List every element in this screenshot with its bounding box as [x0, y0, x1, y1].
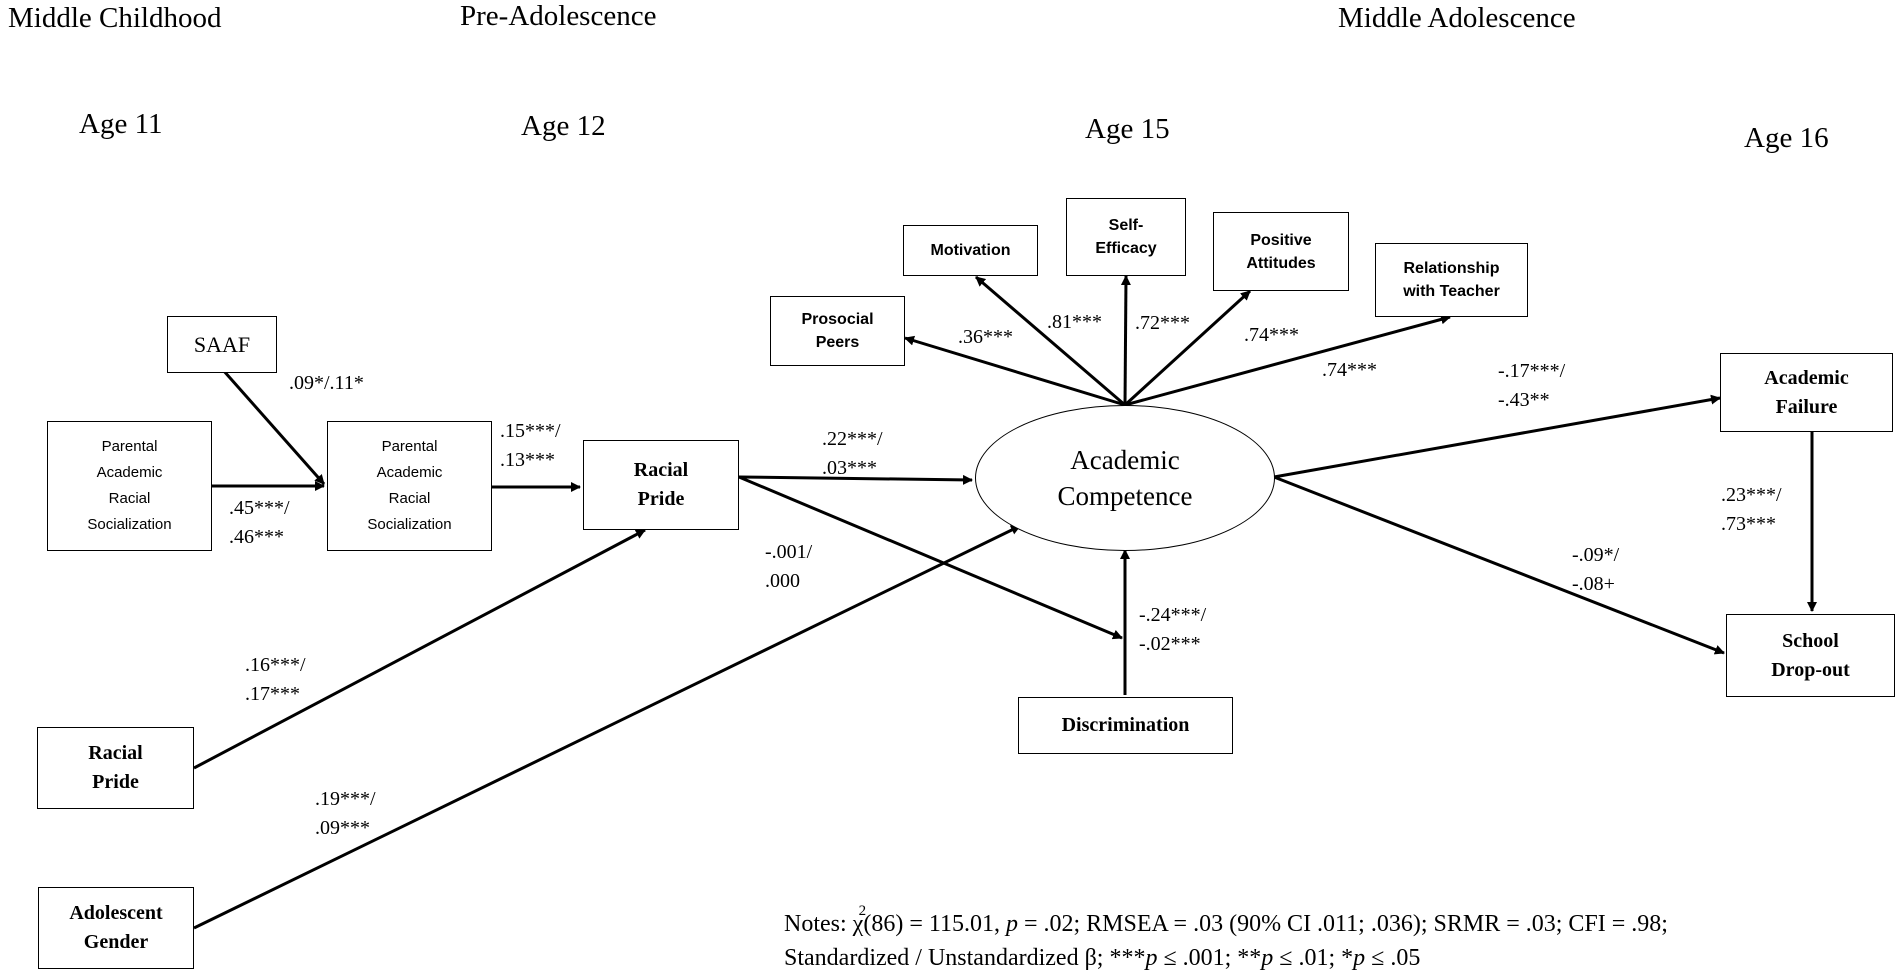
node-relationship-with-teacher: Relationship with Teacher: [1375, 243, 1528, 317]
arrow-pride-to-discrimination: [738, 475, 1123, 640]
node-racial-pride-age11: Racial Pride: [37, 727, 194, 809]
coef-competence-to-dropout: -.09*/ -.08+: [1572, 544, 1620, 595]
coef-saaf-to-parental: .09*/.11*: [289, 372, 364, 394]
stage-label-middle-childhood: Middle Childhood: [8, 2, 222, 34]
coef-load-positive-attitudes: .74***: [1244, 324, 1299, 346]
arrow-competence-to-failure: [1273, 394, 1721, 479]
coef-load-motivation: .81***: [1047, 311, 1102, 333]
coef-load-self-efficacy: .72***: [1135, 312, 1190, 334]
arrow-load-prosocial: [904, 335, 1126, 407]
age-label-11: Age 11: [79, 108, 163, 140]
node-parental-socialization-age12: Parental Academic Racial Socialization: [327, 421, 492, 551]
node-saaf: SAAF: [167, 316, 277, 373]
coef-competence-to-failure: -.17***/ -.43**: [1498, 360, 1566, 411]
notes-line-2: Standardized / Unstandardized β; ***p ≤ …: [784, 945, 1421, 971]
arrow-load-selfefficacy: [1120, 275, 1131, 406]
arrow-load-motivation: [975, 275, 1126, 407]
arrow-gender-to-competence: [193, 524, 1021, 930]
coef-pride11-to-pride12: .16***/ .17***: [245, 654, 306, 705]
coef-parental11-to-parental12: .45***/ .46***: [229, 497, 290, 548]
coef-gender-to-competence: .19***/ .09***: [315, 788, 376, 839]
coef-discrimination-to-competence: -.24***/ -.02***: [1139, 604, 1207, 655]
stage-label-pre-adolescence: Pre-Adolescence: [460, 0, 657, 32]
arrow-load-relationship: [1124, 314, 1451, 407]
arrow-saaf-to-parental: [221, 369, 326, 485]
age-label-15: Age 15: [1085, 113, 1170, 145]
coef-parental12-to-pride: .15***/ .13***: [500, 420, 561, 471]
node-prosocial-peers: Prosocial Peers: [770, 296, 905, 366]
node-self-efficacy: Self- Efficacy: [1066, 198, 1186, 276]
coef-load-prosocial: .36***: [958, 326, 1013, 348]
coef-load-relationship: .74***: [1322, 359, 1377, 381]
node-academic-failure: Academic Failure: [1720, 353, 1893, 432]
node-racial-pride-age12: Racial Pride: [583, 440, 739, 530]
age-label-12: Age 12: [521, 110, 606, 142]
coef-pride-to-competence: .22***/ .03***: [822, 428, 883, 479]
node-academic-competence: Academic Competence: [975, 405, 1275, 551]
node-school-dropout: School Drop-out: [1726, 614, 1895, 697]
arrow-load-positive: [1123, 289, 1252, 407]
arrow-competence-to-dropout: [1273, 475, 1725, 655]
node-adolescent-gender: Adolescent Gender: [38, 887, 194, 969]
age-label-16: Age 16: [1744, 122, 1829, 154]
stage-label-middle-adolescence: Middle Adolescence: [1338, 2, 1576, 34]
arrow-pride11-to-pride12: [193, 528, 646, 770]
node-discrimination: Discrimination: [1018, 697, 1233, 754]
arrow-pride-to-competence: [738, 474, 973, 485]
node-parental-socialization-age11: Parental Academic Racial Socialization: [47, 421, 212, 551]
coef-pride-to-discrimination: -.001/ .000: [765, 541, 813, 592]
node-positive-attitudes: Positive Attitudes: [1213, 212, 1349, 291]
coef-failure-to-dropout: .23***/ .73***: [1721, 484, 1782, 535]
node-motivation: Motivation: [903, 225, 1038, 276]
